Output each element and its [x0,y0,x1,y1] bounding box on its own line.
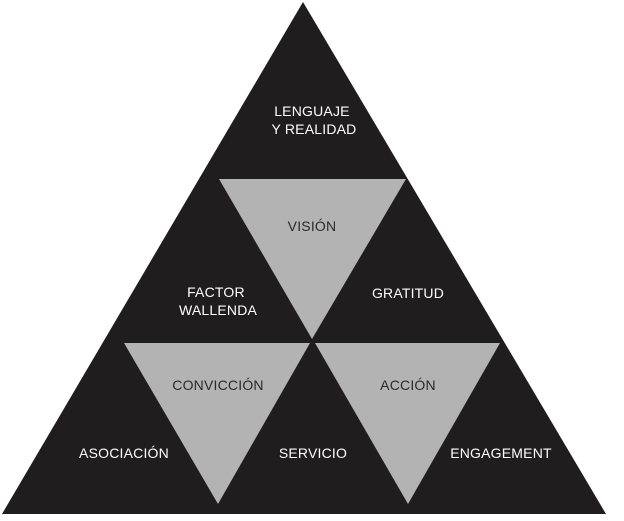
conviccion-triangle [124,343,310,504]
label-servicio: SERVICIO [279,445,347,461]
label-lenguaje-line-1: LENGUAJE [274,103,350,119]
label-lenguaje-line-2: Y REALIDAD [272,121,357,137]
label-factor-line-1: FACTOR [187,284,245,300]
label-engagement: ENGAGEMENT [450,445,552,461]
label-asociacion: ASOCIACIÓN [79,445,169,461]
label-vision: VISIÓN [288,218,337,234]
label-conviccion: CONVICCIÓN [172,377,263,393]
accion-triangle [315,343,500,504]
vision-triangle [219,179,406,339]
label-lenguaje-realidad: LENGUAJE Y REALIDAD [272,103,357,137]
label-factor-wallenda: FACTOR WALLENDA [179,284,258,318]
label-gratitud: GRATITUD [372,285,444,301]
label-accion: ACCIÓN [380,377,436,393]
label-factor-line-2: WALLENDA [179,302,258,318]
